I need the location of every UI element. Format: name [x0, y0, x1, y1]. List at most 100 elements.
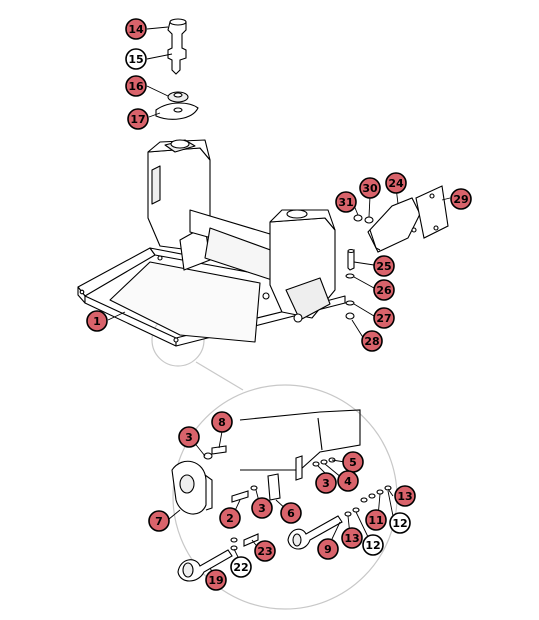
subframe-assembly [77, 139, 346, 347]
callout-13: 13 [394, 485, 416, 507]
right-bracket-assembly [345, 185, 449, 320]
callout-27: 27 [373, 307, 395, 329]
washer-31 [353, 214, 363, 222]
callout-19: 19 [205, 569, 227, 591]
callout-label: 14 [128, 23, 144, 36]
callout-circle [205, 569, 227, 591]
callout-label: 6 [287, 507, 295, 520]
callout-3: 3 [251, 497, 273, 519]
callout-circle [341, 527, 363, 549]
callout-circle [385, 172, 407, 194]
callout-circle [125, 48, 147, 70]
callout-circle [230, 556, 252, 578]
callout-label: 25 [376, 260, 391, 273]
callout-circle [373, 255, 395, 277]
callout-circle [450, 188, 472, 210]
callout-2: 2 [219, 507, 241, 529]
callout-11: 11 [365, 509, 387, 531]
callout-circle [178, 426, 200, 448]
callout-3: 3 [315, 472, 337, 494]
bolt-8 [211, 445, 227, 455]
callout-circle [125, 75, 147, 97]
callout-circle [148, 510, 170, 532]
callout-circle [359, 177, 381, 199]
detail-parts [171, 409, 392, 582]
plate-29 [415, 185, 449, 239]
bolt-14 [167, 21, 187, 75]
callout-6: 6 [280, 502, 302, 524]
bracket-24 [367, 197, 421, 253]
callout-7: 7 [148, 510, 170, 532]
callout-14: 14 [125, 18, 147, 40]
callout-12: 12 [362, 534, 384, 556]
callout-label: 1 [93, 315, 101, 328]
callout-circle [362, 534, 384, 556]
callout-label: 3 [185, 431, 193, 444]
bolt-2 [231, 490, 249, 503]
callout-3: 3 [178, 426, 200, 448]
callout-label: 12 [365, 539, 380, 552]
callout-8: 8 [211, 411, 233, 433]
callout-13: 13 [341, 527, 363, 549]
callout-label: 11 [368, 514, 383, 527]
callout-circle [317, 538, 339, 560]
callout-circle [315, 472, 337, 494]
nut-28 [345, 312, 355, 320]
callout-circle [127, 108, 149, 130]
callout-circle [373, 307, 395, 329]
clip-6 [267, 473, 281, 501]
callout-circle [361, 330, 383, 352]
callout-circle [251, 497, 273, 519]
callout-label: 31 [338, 196, 353, 209]
callout-label: 2 [226, 512, 234, 525]
callout-22: 22 [230, 556, 252, 578]
callout-label: 3 [322, 477, 330, 490]
callout-circle [86, 310, 108, 332]
callout-29: 29 [450, 188, 472, 210]
callout-label: 5 [349, 456, 357, 469]
nut-30 [364, 216, 374, 224]
callout-26: 26 [373, 279, 395, 301]
callout-31: 31 [335, 191, 357, 213]
callout-label: 7 [155, 515, 163, 528]
callout-label: 9 [324, 543, 332, 556]
callout-28: 28 [361, 330, 383, 352]
callout-circle [389, 512, 411, 534]
callout-16: 16 [125, 75, 147, 97]
callout-circle [254, 540, 276, 562]
callout-circle [280, 502, 302, 524]
callout-label: 27 [376, 312, 391, 325]
callout-label: 30 [362, 182, 378, 195]
callout-circle [335, 191, 357, 213]
callout-circle [365, 509, 387, 531]
callout-label: 13 [397, 490, 412, 503]
callout-label: 28 [364, 335, 379, 348]
callout-23: 23 [254, 540, 276, 562]
washer-26 [345, 273, 355, 279]
callout-circle [337, 470, 359, 492]
callout-4: 4 [337, 470, 359, 492]
callout-circle [125, 18, 147, 40]
callout-label: 15 [128, 53, 143, 66]
callout-label: 29 [453, 193, 468, 206]
callout-1: 1 [86, 310, 108, 332]
washer-27 [345, 300, 355, 306]
callout-5: 5 [342, 451, 364, 473]
callout-label: 16 [128, 80, 144, 93]
callout-12: 12 [389, 512, 411, 534]
callout-24: 24 [385, 172, 407, 194]
callout-circle [394, 485, 416, 507]
callout-label: 23 [257, 545, 272, 558]
callout-circle [373, 279, 395, 301]
callout-30: 30 [359, 177, 381, 199]
callout-label: 22 [233, 561, 248, 574]
callout-circle [219, 507, 241, 529]
callout-label: 13 [344, 532, 359, 545]
callout-label: 17 [130, 113, 145, 126]
callout-15: 15 [125, 48, 147, 70]
callout-label: 19 [208, 574, 223, 587]
callout-label: 26 [376, 284, 392, 297]
top-bolt-stack [155, 18, 199, 120]
callout-circle [211, 411, 233, 433]
